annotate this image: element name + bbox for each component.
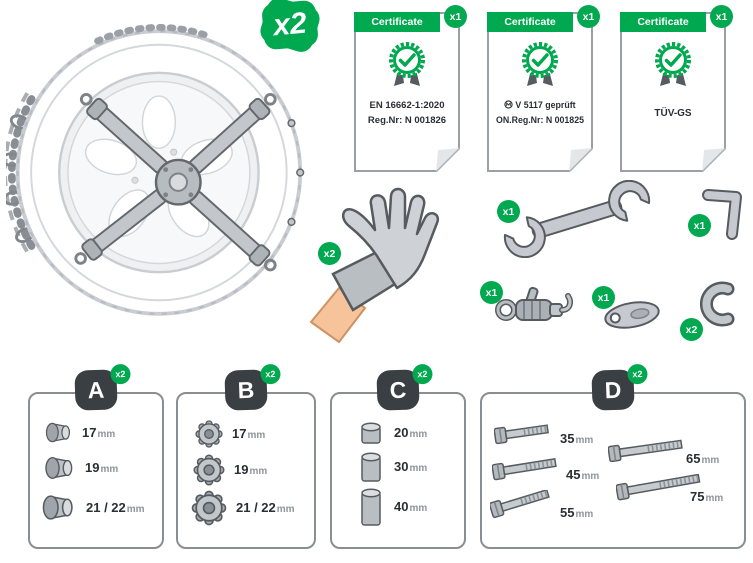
wrench-count-badge: x1 [497, 200, 520, 223]
certificate-count-badge: x1 [444, 5, 467, 28]
chain-quantity-label: x2 [271, 6, 309, 43]
bolt-icon [494, 424, 549, 445]
kit-label-b: B x2 [224, 363, 281, 411]
kit-d-item-65mm: 65mm [686, 451, 720, 466]
spacer-sleeve-icon [361, 452, 381, 482]
certificate-line2: Reg.Nr: N 001826 [367, 115, 447, 127]
kit-d-item-75mm: 75mm [690, 489, 724, 504]
bushing-icon [45, 457, 73, 479]
certified-medal-icon [522, 42, 558, 86]
certified-medal-icon [655, 42, 691, 86]
kit-c-item-20mm: 20mm [356, 420, 427, 446]
page-curl-icon [702, 148, 726, 172]
kit-c-item-30mm: 30mm [356, 450, 427, 484]
certificate-text: V 5117 geprüft ON.Reg.Nr: N 001825 [492, 98, 588, 127]
onorm-mark-icon [504, 99, 514, 113]
kit-c-item-40mm: 40mm [356, 486, 427, 528]
knurled-nut-icon [193, 454, 225, 486]
kit-label-c: C x2 [376, 363, 433, 411]
knurled-nut-icon [191, 490, 227, 526]
hex-key-count-badge: x1 [688, 214, 711, 237]
certificate-text: TÜV-GS [654, 108, 692, 119]
bolt-icon [490, 490, 550, 519]
gloves-count-badge: x2 [318, 242, 341, 265]
certificate-line1: V 5117 geprüft [492, 98, 588, 113]
certificate-header: Certificate [487, 12, 573, 32]
bolt-icon [616, 474, 701, 501]
tensioner-icon [495, 286, 573, 321]
kit-b-item-17mm: 17mm [194, 420, 265, 448]
kit-box-b: B x2 17mm 19mm [176, 363, 316, 549]
certified-medal-icon [389, 42, 425, 86]
bushing-icon [45, 422, 71, 443]
kit-box-d: D x2 35mm 45mm [480, 363, 746, 549]
hex-key-icon [702, 189, 742, 240]
kit-a-item-19mm: 19mm [43, 454, 118, 482]
kit-label-a: A x2 [74, 363, 131, 411]
gloves-icon [309, 187, 440, 344]
plate-count-badge: x1 [592, 286, 615, 309]
kit-d-count-badge: x2 [627, 363, 648, 385]
wrench-icon [503, 180, 651, 258]
kit-label-d: D x2 [591, 363, 648, 411]
certificate-count-badge: x1 [710, 5, 733, 28]
tensioner-count-badge: x1 [480, 281, 503, 304]
certificate-card-en16662: Certificate x1 EN 16662-1:2020 Reg.Nr: N… [354, 5, 467, 172]
certificate-line2: ON.Reg.Nr: N 001825 [495, 115, 584, 126]
kit-d-item-35mm: 35mm [560, 431, 594, 446]
kit-d-item-45mm: 45mm [566, 467, 600, 482]
bolt-icon [492, 458, 557, 481]
tire-with-chain-illustration [6, 23, 305, 316]
certificate-header: Certificate [354, 12, 440, 32]
kit-b-count-badge: x2 [260, 363, 281, 385]
certificate-header: Certificate [620, 12, 706, 32]
certificate-line1: EN 16662-1:2020 [369, 100, 445, 111]
knurled-nut-icon [195, 420, 223, 448]
kit-a-item-21-22mm: 21 / 22mm [40, 492, 145, 523]
certificate-card-tuv: Certificate x1 TÜV-GS [620, 5, 733, 172]
kit-b-item-19mm: 19mm [192, 454, 267, 486]
page-curl-icon [569, 148, 593, 172]
kit-d-item-55mm: 55mm [560, 505, 594, 520]
bolt-icon [608, 439, 683, 463]
kit-box-a: A x2 17mm 19mm 21 / 22m [28, 363, 164, 549]
page-curl-icon [436, 148, 460, 172]
kit-b-item-21-22mm: 21 / 22mm [190, 490, 295, 526]
kit-box-c: C x2 20mm 30mm 40mm [330, 363, 466, 549]
kit-a-item-17mm: 17mm [44, 420, 115, 445]
hook-count-badge: x2 [680, 318, 703, 341]
c-hook-icon [700, 281, 735, 327]
kit-a-count-badge: x2 [110, 363, 131, 385]
spacer-sleeve-icon [361, 422, 381, 444]
spacer-sleeve-icon [361, 488, 381, 526]
kit-c-count-badge: x2 [412, 363, 433, 385]
certificate-count-badge: x1 [577, 5, 600, 28]
bushing-icon [42, 495, 73, 520]
certificate-text: EN 16662-1:2020 Reg.Nr: N 001826 [359, 98, 455, 128]
chain-quantity-burst-badge: x2 [261, 0, 319, 51]
certificate-card-onorm: Certificate x1 V 5117 geprüft ON.Reg.Nr:… [487, 5, 600, 172]
mounting-plate-icon [604, 301, 660, 329]
